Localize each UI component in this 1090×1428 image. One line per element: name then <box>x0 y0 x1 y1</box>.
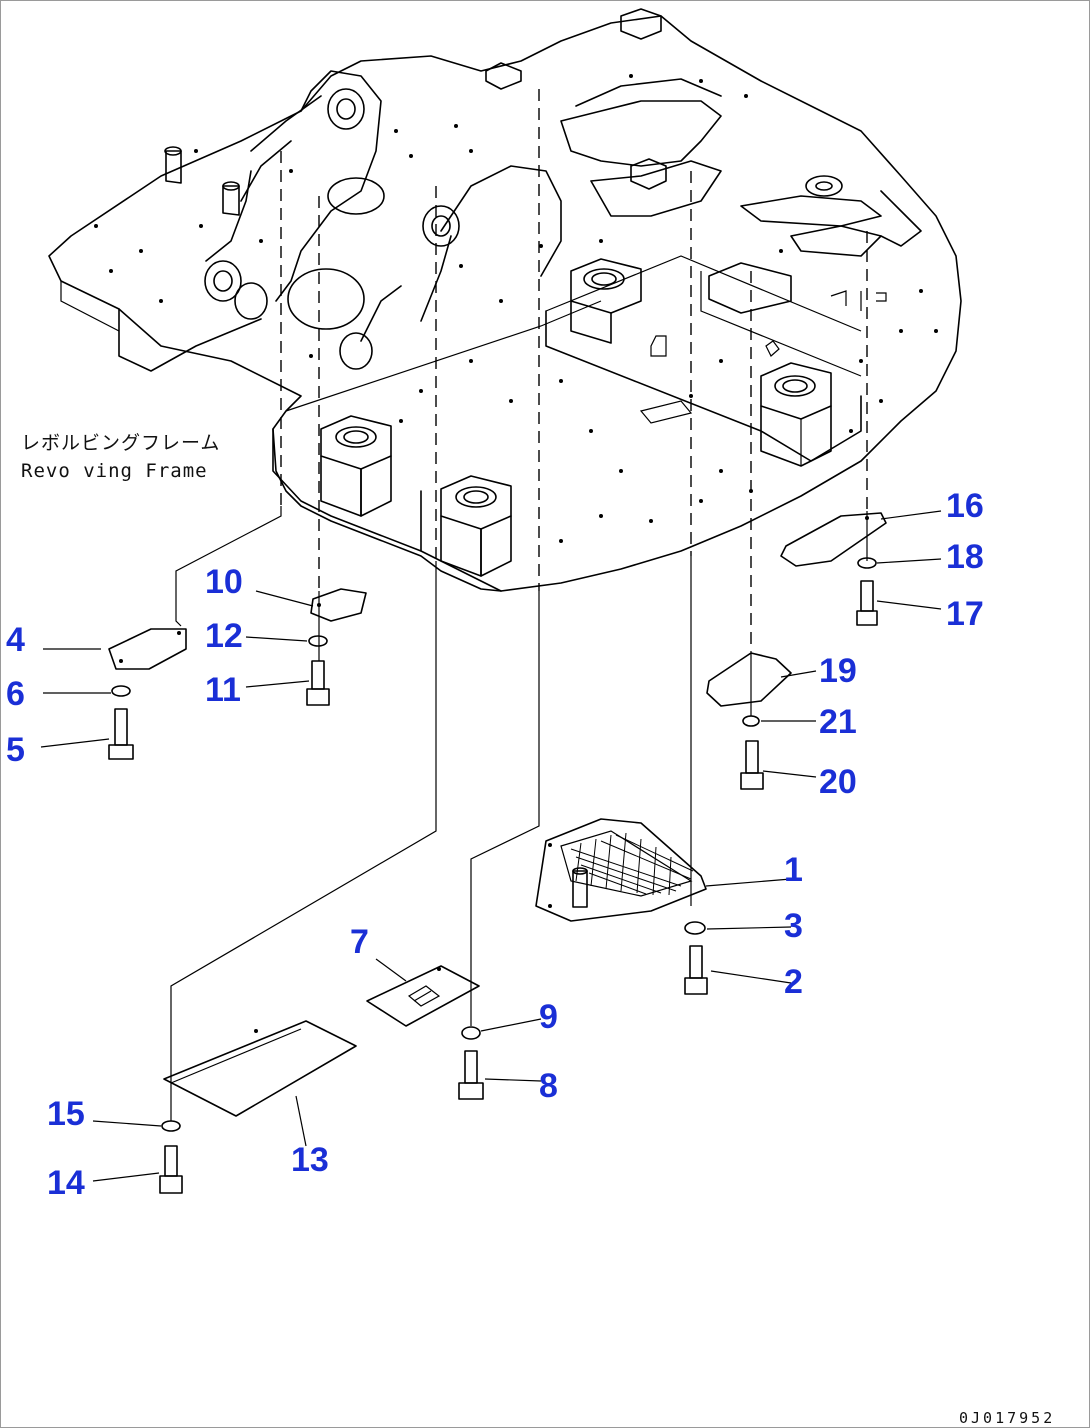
part-11-bolt <box>306 660 330 706</box>
callout-8: 8 <box>539 1067 558 1105</box>
callout-12: 12 <box>205 617 243 655</box>
callout-6: 6 <box>6 675 25 713</box>
leader-lines <box>40 510 942 1182</box>
callout-16: 16 <box>946 487 984 525</box>
part-2-bolt <box>684 945 708 995</box>
part-16-plate <box>780 512 887 567</box>
callout-11: 11 <box>205 671 241 709</box>
part-18-washer <box>857 557 877 569</box>
callout-2: 2 <box>784 963 803 1001</box>
part-4-cover <box>108 628 187 670</box>
frame-label-japanese: レボルビングフレーム <box>21 432 220 454</box>
part-15-washer <box>161 1120 181 1132</box>
callout-numbers: 1 2 3 4 5 6 7 8 9 10 11 12 13 14 15 16 1… <box>6 487 984 1202</box>
callout-17: 17 <box>946 595 984 633</box>
assembly-dash-lines <box>280 89 868 651</box>
part-10-plate <box>310 588 367 622</box>
part-17-bolt <box>856 580 878 626</box>
part-7-plate <box>366 965 480 1027</box>
callout-5: 5 <box>6 731 25 769</box>
part-13-plate <box>163 1020 357 1117</box>
callout-20: 20 <box>819 763 857 801</box>
frame-label-english: Revo ving Frame <box>21 460 208 482</box>
part-1-step-plate <box>535 818 707 922</box>
callout-18: 18 <box>946 538 984 576</box>
callout-1: 1 <box>784 851 803 889</box>
callout-19: 19 <box>819 652 857 690</box>
part-19-plate <box>706 652 792 707</box>
drawing-code: 0J017952 <box>959 1409 1055 1427</box>
part-12-washer <box>308 635 328 647</box>
part-9-washer <box>461 1026 481 1040</box>
part-3-washer <box>684 921 706 935</box>
callout-15: 15 <box>47 1095 85 1133</box>
callout-7: 7 <box>350 923 369 961</box>
part-6-washer <box>111 685 131 697</box>
callout-21: 21 <box>819 703 857 741</box>
assembly-solid-lines <box>170 506 868 1121</box>
callout-3: 3 <box>784 907 803 945</box>
part-20-bolt <box>740 740 764 790</box>
callout-13: 13 <box>291 1141 329 1179</box>
callout-10: 10 <box>205 563 243 601</box>
revolving-frame <box>48 8 962 592</box>
callout-9: 9 <box>539 998 558 1036</box>
part-21-washer <box>742 715 760 727</box>
rivet-dots <box>94 74 938 543</box>
part-5-bolt <box>108 708 134 760</box>
callout-4: 4 <box>6 621 25 659</box>
callout-14: 14 <box>47 1164 85 1202</box>
part-14-bolt <box>159 1145 183 1194</box>
part-8-bolt <box>458 1050 484 1100</box>
